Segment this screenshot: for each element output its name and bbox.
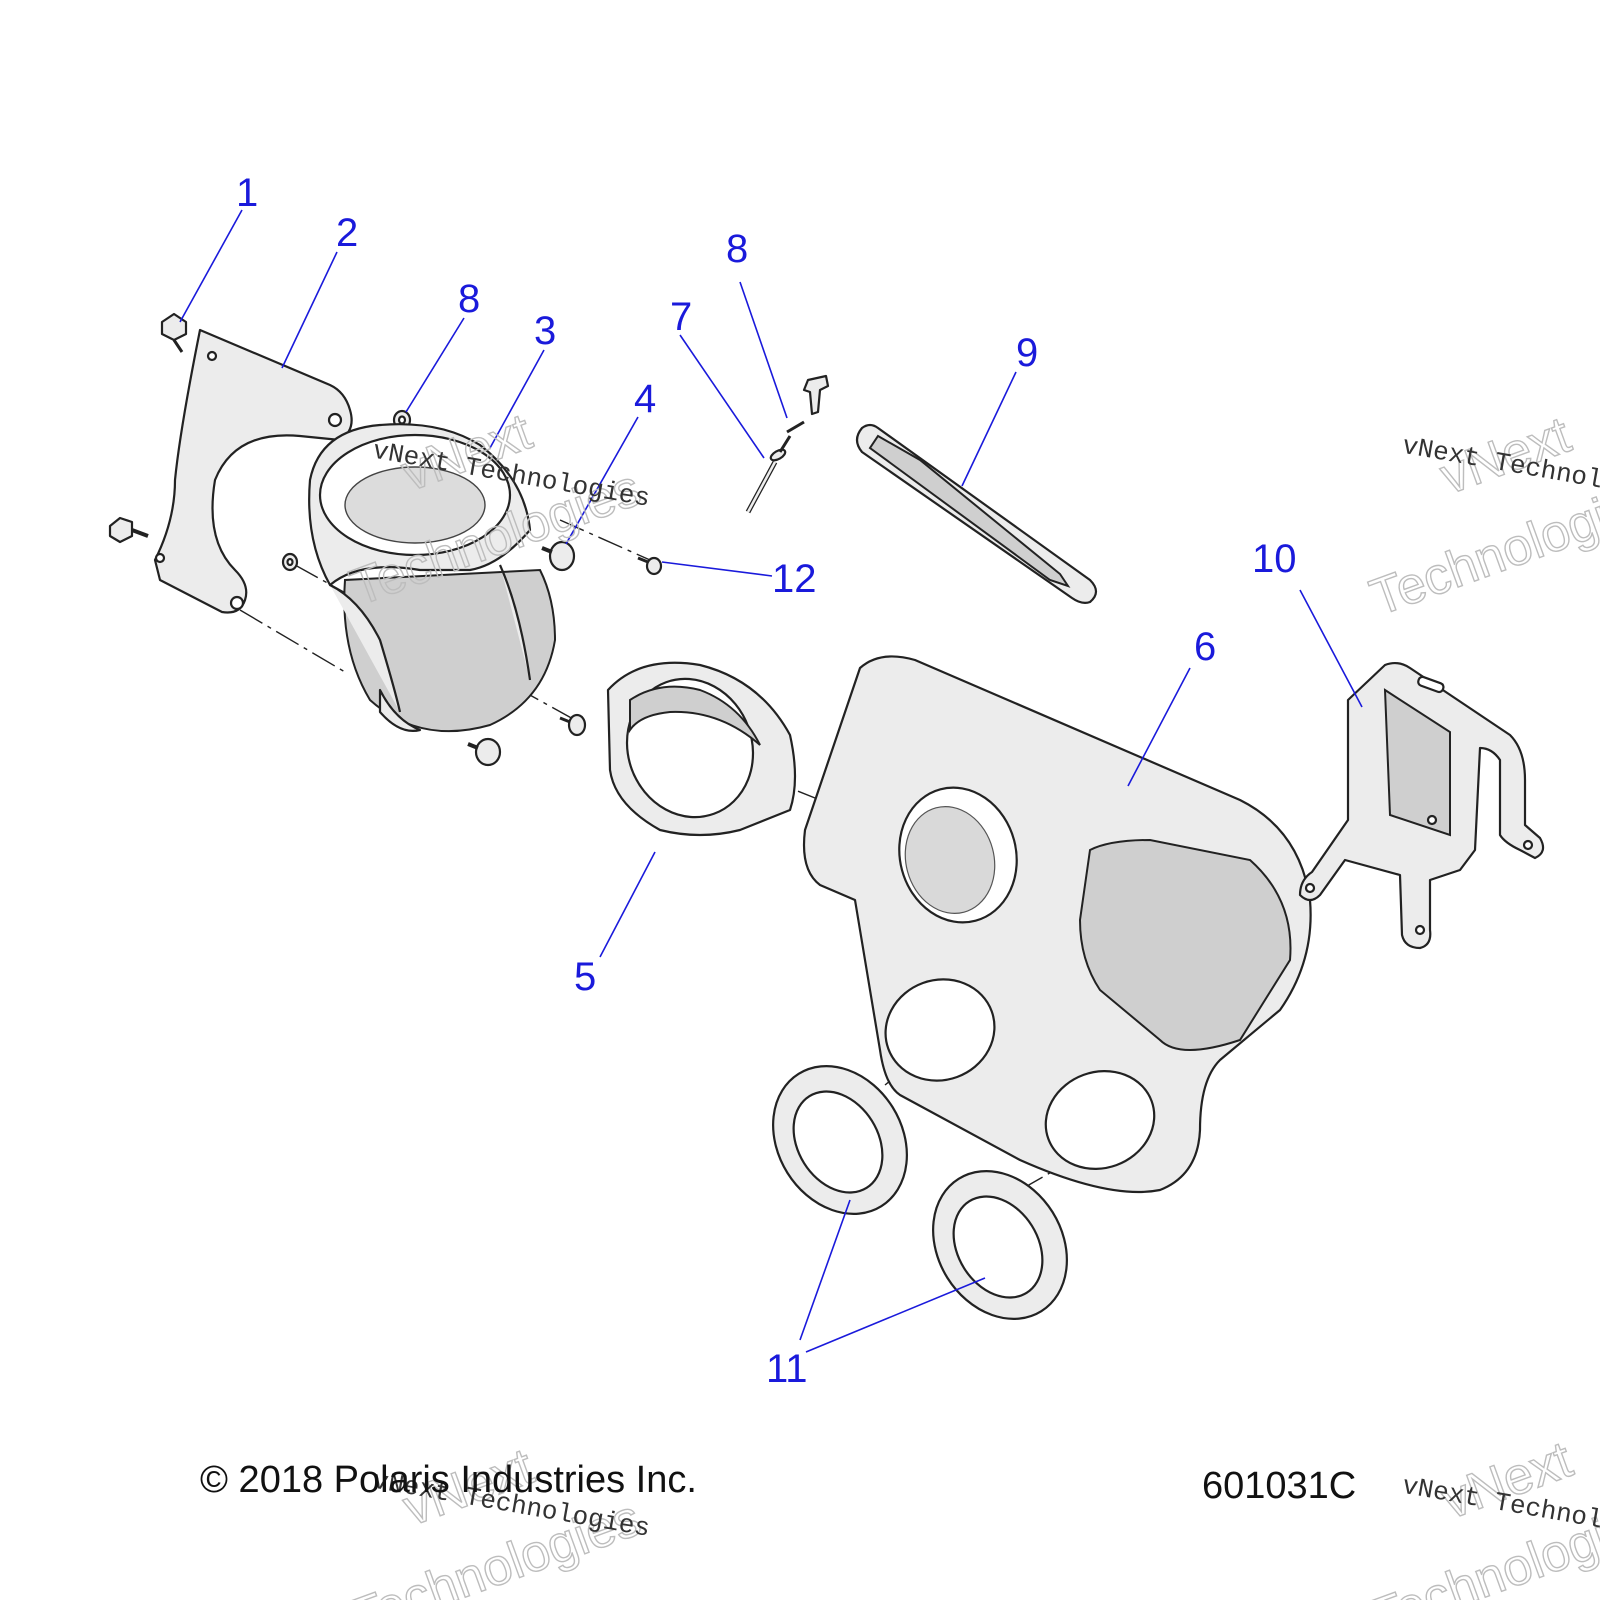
callout-6: 6 — [1194, 625, 1216, 669]
callout-11: 11 — [766, 1347, 808, 1391]
watermark-upper-right: vNext Technologies vNext Technologies — [1362, 405, 1600, 628]
callout-8-left: 8 — [458, 277, 480, 321]
callout-9: 9 — [1016, 331, 1038, 375]
callout-1: 1 — [236, 171, 258, 215]
leader-lines — [179, 209, 1363, 1353]
callout-10: 10 — [1252, 537, 1297, 581]
callout-3: 3 — [534, 309, 556, 353]
inlet-duct-part — [308, 423, 557, 733]
callout-4: 4 — [634, 377, 656, 421]
bolt-part — [160, 312, 188, 353]
push-rivet-part — [541, 540, 576, 572]
bolt-left-part — [108, 516, 149, 544]
mounting-bracket-part — [1298, 661, 1545, 950]
drawing-number: 601031C — [1202, 1465, 1356, 1507]
bracket-plate-part — [153, 328, 353, 614]
washer-lower-part — [281, 552, 299, 572]
airbox-cover-part — [802, 655, 1312, 1194]
callout-12: 12 — [772, 557, 817, 601]
callout-8-upper: 8 — [726, 227, 748, 271]
callout-2: 2 — [336, 211, 358, 255]
grommet-upper-part — [772, 1065, 908, 1215]
ring-coupler-part — [606, 661, 797, 837]
callout-5: 5 — [574, 955, 596, 999]
copyright-notice: © 2018 Polaris Industries Inc. — [200, 1459, 697, 1501]
pin-part — [802, 374, 830, 416]
callouts: 1 2 3 8 4 7 8 9 10 6 5 12 11 — [236, 171, 1297, 1391]
push-rivet-lower-part — [467, 737, 502, 767]
watermark-lower-right: vNext Technologies vNext Technologies — [1362, 1430, 1600, 1600]
callout-7: 7 — [670, 295, 692, 339]
small-rivet-part — [637, 556, 663, 576]
blind-rivet-part — [745, 435, 792, 514]
washer-upper-part — [786, 420, 805, 434]
strap-part — [855, 423, 1098, 604]
grommet-lower-part — [932, 1170, 1068, 1320]
small-rivet-lower-part — [559, 713, 587, 737]
